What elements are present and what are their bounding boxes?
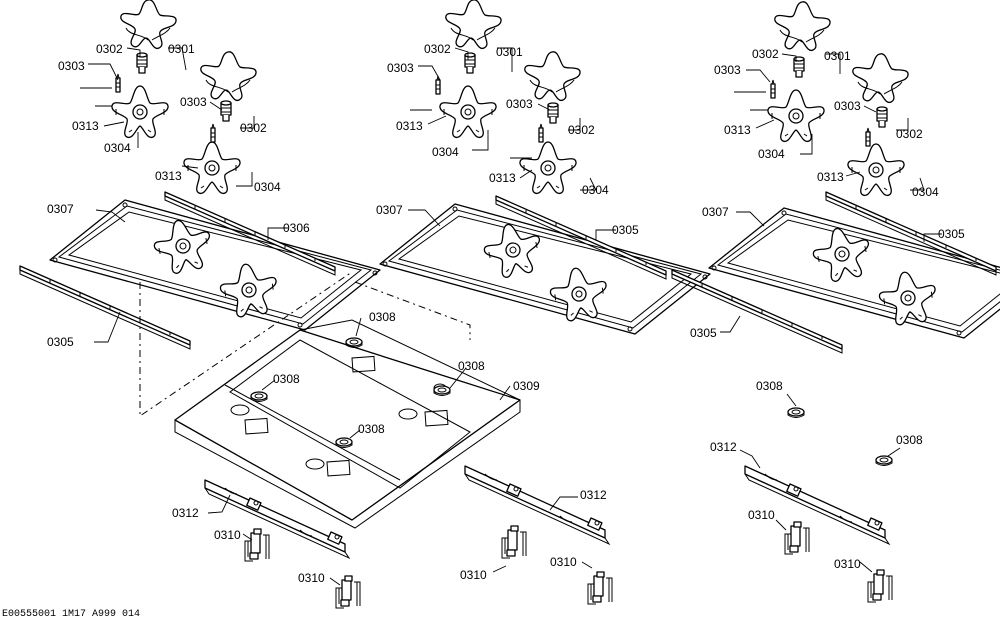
label-0308: 0308 bbox=[458, 359, 485, 373]
gas-injector bbox=[547, 102, 559, 124]
ignition-electrode bbox=[210, 123, 216, 143]
label-0313: 0313 bbox=[489, 171, 516, 185]
burner-cap bbox=[774, 1, 831, 52]
label-0303: 0303 bbox=[180, 95, 207, 109]
label-0305: 0305 bbox=[47, 335, 74, 349]
label-0308: 0308 bbox=[756, 379, 783, 393]
label-0303: 0303 bbox=[714, 63, 741, 77]
gas-valve bbox=[867, 569, 893, 603]
label-0301: 0301 bbox=[824, 49, 851, 63]
gas-bar bbox=[744, 465, 890, 545]
label-0304: 0304 bbox=[912, 185, 939, 199]
gas-valve bbox=[501, 525, 527, 559]
gas-valve bbox=[335, 575, 361, 609]
burner-head bbox=[848, 144, 904, 195]
grommet bbox=[345, 337, 363, 349]
grommet bbox=[250, 391, 268, 403]
label-0308: 0308 bbox=[358, 422, 385, 436]
label-0308: 0308 bbox=[273, 372, 300, 386]
gas-injector bbox=[876, 106, 888, 128]
center-burner-group bbox=[174, 0, 710, 605]
label-0303: 0303 bbox=[387, 61, 414, 75]
ignition-electrode bbox=[865, 127, 871, 147]
label-0307: 0307 bbox=[376, 203, 403, 217]
gas-injector bbox=[793, 56, 805, 78]
burner-head bbox=[520, 142, 576, 193]
burner-cap bbox=[445, 0, 502, 50]
label-0308: 0308 bbox=[896, 433, 923, 447]
grommet bbox=[335, 437, 353, 449]
label-0303: 0303 bbox=[506, 97, 533, 111]
burner-cap bbox=[200, 51, 257, 102]
label-0312: 0312 bbox=[580, 488, 607, 502]
burner-cap bbox=[524, 51, 581, 102]
gas-valve bbox=[587, 571, 613, 605]
label-0313: 0313 bbox=[396, 119, 423, 133]
label-0304: 0304 bbox=[254, 180, 281, 194]
label-0307: 0307 bbox=[47, 202, 74, 216]
burner-cap bbox=[852, 53, 909, 104]
gas-bar bbox=[464, 465, 610, 545]
label-0310: 0310 bbox=[748, 508, 775, 522]
ignition-electrode bbox=[538, 123, 544, 143]
label-0307: 0307 bbox=[702, 205, 729, 219]
ignition-electrode bbox=[770, 79, 776, 99]
gas-valve bbox=[244, 528, 270, 562]
label-0302: 0302 bbox=[96, 42, 123, 56]
label-0304: 0304 bbox=[104, 141, 131, 155]
label-0310: 0310 bbox=[834, 557, 861, 571]
label-0302: 0302 bbox=[240, 121, 267, 135]
label-0302: 0302 bbox=[424, 42, 451, 56]
footer-code: E00555001 1M17 A999 014 bbox=[2, 609, 140, 618]
burner-head bbox=[440, 86, 496, 137]
label-0301: 0301 bbox=[496, 45, 523, 59]
part-labels: 0302 0301 0303 0303 0313 0302 0304 0313 … bbox=[47, 42, 965, 585]
left-burner-group bbox=[19, 0, 380, 609]
gas-injector bbox=[136, 52, 148, 74]
grommet bbox=[787, 407, 805, 419]
burner-head bbox=[768, 90, 824, 141]
gas-injector bbox=[464, 52, 476, 74]
burner-head bbox=[112, 86, 168, 137]
gas-injector bbox=[220, 100, 232, 122]
label-0310: 0310 bbox=[214, 528, 241, 542]
label-0313: 0313 bbox=[72, 119, 99, 133]
label-0313: 0313 bbox=[724, 123, 751, 137]
label-0305: 0305 bbox=[690, 326, 717, 340]
label-0304: 0304 bbox=[758, 147, 785, 161]
label-0305: 0305 bbox=[938, 227, 965, 241]
label-0310: 0310 bbox=[460, 568, 487, 582]
label-0302: 0302 bbox=[896, 127, 923, 141]
label-0304: 0304 bbox=[582, 183, 609, 197]
label-0309: 0309 bbox=[513, 379, 540, 393]
label-0304: 0304 bbox=[432, 145, 459, 159]
gas-valve bbox=[784, 521, 810, 555]
label-0310: 0310 bbox=[550, 555, 577, 569]
leader-lines bbox=[88, 47, 942, 586]
label-0302: 0302 bbox=[752, 47, 779, 61]
label-0313: 0313 bbox=[817, 170, 844, 184]
right-burner-group bbox=[671, 1, 1000, 603]
label-0306: 0306 bbox=[283, 221, 310, 235]
label-0301: 0301 bbox=[168, 42, 195, 56]
grommet bbox=[875, 455, 893, 467]
label-0312: 0312 bbox=[172, 506, 199, 520]
label-0308: 0308 bbox=[369, 310, 396, 324]
label-0302: 0302 bbox=[568, 123, 595, 137]
label-0310: 0310 bbox=[298, 571, 325, 585]
label-0312: 0312 bbox=[710, 440, 737, 454]
grommet bbox=[433, 385, 451, 397]
label-0303: 0303 bbox=[58, 59, 85, 73]
label-0303: 0303 bbox=[834, 99, 861, 113]
label-0305: 0305 bbox=[612, 223, 639, 237]
label-0313: 0313 bbox=[155, 169, 182, 183]
